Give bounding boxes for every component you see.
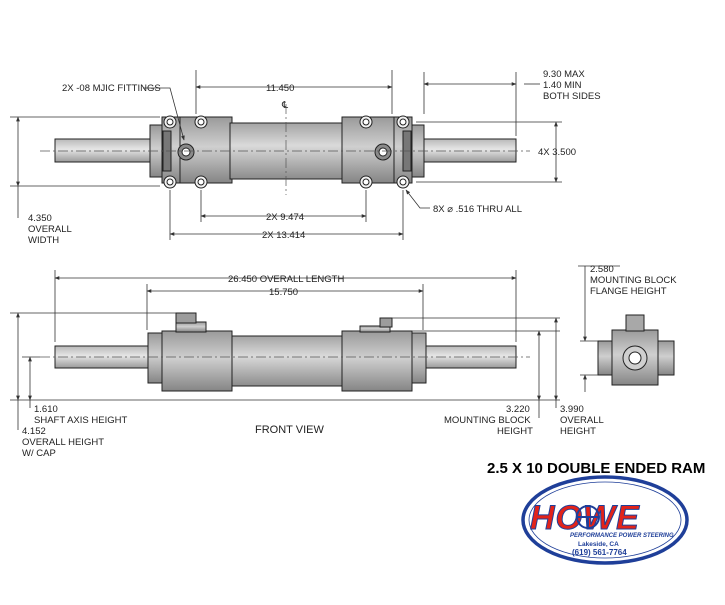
front-fitting-right — [379, 317, 393, 328]
front-view-title: FRONT VIEW — [255, 424, 324, 436]
mount-block-label-2: HEIGHT — [497, 426, 533, 437]
shaft-axis-label: SHAFT AXIS HEIGHT — [34, 415, 127, 426]
side-view: 2.580 MOUNTING BLOCK FLANGE HEIGHT — [578, 264, 677, 392]
top-rod-left — [54, 138, 154, 163]
logo-tagline: PERFORMANCE POWER STEERING — [570, 533, 674, 539]
center-span-dim: 11.450 — [266, 83, 294, 94]
product-title: 2.5 X 10 DOUBLE ENDED RAM — [487, 460, 705, 477]
overall-length-dim: 26.450 OVERALL LENGTH — [228, 274, 344, 285]
hole-callout: 8X ⌀ .516 THRU ALL — [433, 204, 522, 215]
side-shaft-icon — [628, 351, 642, 365]
top-rod-right — [422, 138, 517, 163]
flange-height-dim: 2.580 — [590, 264, 614, 275]
flange-height-label-2: FLANGE HEIGHT — [590, 286, 667, 297]
top-view: 2X -08 MJIC FITTINGS 11.450 ℄ 9.30 MAX 1… — [10, 69, 601, 246]
overall-height-label: OVERALL — [560, 415, 604, 426]
side-cap — [625, 314, 645, 332]
front-cylinder-body — [231, 335, 343, 387]
front-mount-block-left — [161, 330, 233, 392]
stroke-sides-label: BOTH SIDES — [543, 91, 601, 102]
fitting-port-icon — [374, 143, 392, 161]
logo-phone: (619) 561-7764 — [572, 548, 627, 557]
front-block-flange-right — [359, 325, 391, 333]
front-end-cap-right — [411, 332, 427, 384]
stroke-min-label: 1.40 MIN — [543, 80, 582, 91]
fittings-label: 2X -08 MJIC FITTINGS — [62, 83, 161, 94]
front-cap-left — [175, 312, 197, 324]
outer-span-dim: 2X 13.414 — [262, 230, 305, 241]
howe-logo: HOWE PERFORMANCE POWER STEERING Lakeside… — [521, 475, 689, 565]
overall-height-cap-dim: 4.152 — [22, 426, 46, 437]
inner-span-dim: 2X 9.474 — [266, 212, 304, 223]
centerline-symbol: ℄ — [281, 100, 289, 111]
overall-width-label: OVERALL — [28, 224, 72, 235]
fitting-port-icon — [177, 143, 195, 161]
overall-width-dim: 4.350 — [28, 213, 52, 224]
bolt-spacing-dim: 4X 3.500 — [538, 147, 576, 158]
shaft-axis-dim: 1.610 — [34, 404, 58, 415]
front-end-cap-left — [147, 332, 163, 384]
stroke-max-label: 9.30 MAX — [543, 69, 585, 80]
front-view: 26.450 OVERALL LENGTH 15.750 1.610 SHAFT… — [10, 270, 604, 459]
overall-width-label-2: WIDTH — [28, 235, 59, 246]
overall-height-cap-label: OVERALL HEIGHT — [22, 437, 104, 448]
port-span-dim: 15.750 — [269, 287, 298, 298]
steering-wheel-icon — [576, 505, 600, 529]
mount-block-label: MOUNTING BLOCK — [444, 415, 531, 426]
flange-height-label: MOUNTING BLOCK — [590, 275, 677, 286]
mount-block-dim: 3.220 — [506, 404, 530, 415]
front-mount-block-right — [341, 330, 413, 392]
logo-city: Lakeside, CA — [578, 541, 619, 548]
overall-height-label-2: HEIGHT — [560, 426, 596, 437]
overall-height-dim: 3.990 — [560, 404, 584, 415]
overall-height-cap-label-2: W/ CAP — [22, 448, 56, 459]
